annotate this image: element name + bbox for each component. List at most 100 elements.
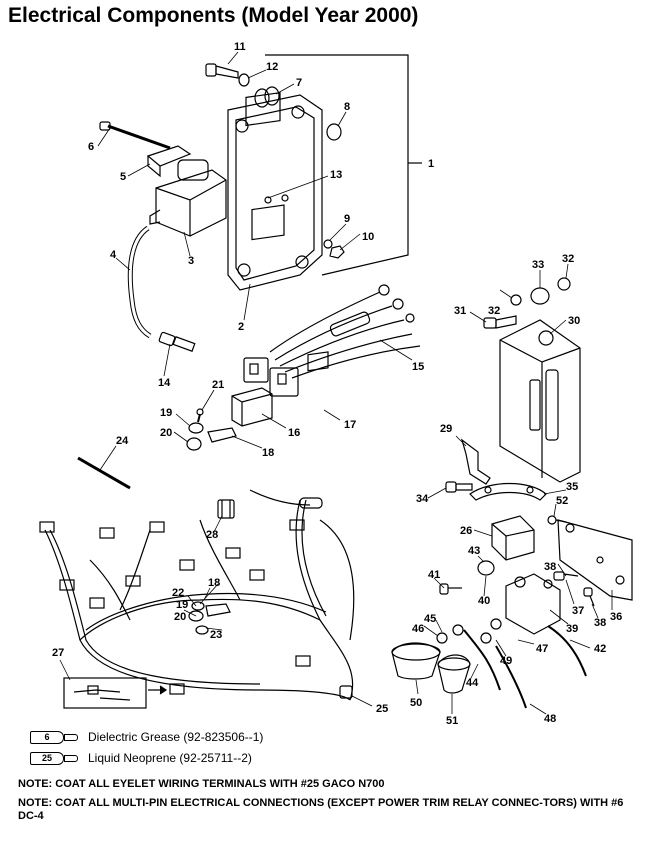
callout-31: 31	[454, 305, 466, 317]
boot-50	[391, 642, 441, 680]
callout-50: 50	[410, 697, 422, 709]
decal-17	[307, 351, 329, 372]
callout-12: 12	[266, 61, 278, 73]
note-eyelet-terminals: NOTE: COAT ALL EYELET WIRING TERMINALS W…	[18, 778, 385, 790]
nut-10	[329, 245, 345, 259]
cable-48	[495, 645, 527, 709]
washer-32a	[510, 294, 522, 306]
callout-43: 43	[468, 545, 480, 557]
callout-18b: 18	[208, 577, 220, 589]
leader-lines	[59, 51, 613, 715]
sealant-tube-icon: 6	[30, 730, 78, 744]
starter-solenoid-39	[505, 573, 561, 635]
sleeve-32b	[557, 277, 571, 291]
grommet-7	[254, 86, 280, 108]
callout-38a: 38	[544, 561, 556, 573]
callout-40: 40	[478, 595, 490, 607]
callout-45: 45	[424, 613, 436, 625]
relay-26	[491, 515, 535, 561]
mounting-bracket	[227, 91, 323, 291]
ignition-coil-3	[149, 159, 227, 237]
ground-stud-harness	[188, 601, 231, 635]
callout-34: 34	[416, 493, 429, 505]
spark-plug-14	[158, 331, 196, 352]
ground-stud-19-20	[186, 408, 204, 451]
callout-15: 15	[412, 361, 424, 373]
cable-44	[463, 629, 501, 691]
callout-23: 23	[210, 629, 222, 641]
callout-48: 48	[544, 713, 556, 725]
cable-tie-24	[77, 456, 131, 490]
callout-51: 51	[446, 715, 458, 727]
clamp-35	[469, 482, 547, 501]
callout-4: 4	[110, 249, 117, 261]
relay-connector-block	[243, 357, 299, 397]
legend-item-liquid-neoprene: 25 Liquid Neoprene (92-25711--2)	[30, 751, 252, 765]
clamp-5	[146, 145, 192, 178]
bolt-31	[483, 315, 517, 329]
callout-11: 11	[234, 41, 246, 53]
legend-text: Liquid Neoprene (92-25711--2)	[88, 751, 252, 765]
legend-item-dielectric-grease: 6 Dielectric Grease (92-823506--1)	[30, 730, 263, 744]
bracket-36	[557, 519, 633, 601]
cable-42	[547, 625, 587, 677]
callout-19a: 19	[160, 407, 172, 419]
callout-41: 41	[428, 569, 440, 581]
note-multi-pin-connections: NOTE: COAT ALL MULTI-PIN ELECTRICAL CONN…	[18, 797, 624, 822]
callout-26: 26	[460, 525, 472, 537]
callout-30: 30	[568, 315, 580, 327]
callout-14: 14	[158, 377, 171, 389]
callout-39: 39	[566, 623, 578, 635]
callout-24: 24	[116, 435, 129, 447]
callout-6: 6	[88, 141, 94, 153]
screw-37	[553, 571, 579, 581]
callout-44: 44	[466, 677, 479, 689]
callout-32b: 32	[562, 253, 574, 265]
callout-29: 29	[440, 423, 452, 435]
callout-1: 1	[428, 158, 434, 170]
callout-8: 8	[344, 101, 350, 113]
callout-25: 25	[376, 703, 388, 715]
callout-3: 3	[188, 255, 194, 267]
screw-38	[583, 587, 595, 607]
callout-46: 46	[412, 623, 424, 635]
relay-16	[231, 387, 273, 427]
washer-8	[326, 123, 342, 141]
callout-47: 47	[536, 643, 548, 655]
callout-52: 52	[556, 495, 568, 507]
main-wiring-harness-25	[39, 489, 355, 701]
callout-10: 10	[362, 231, 374, 243]
bolt-34	[445, 481, 473, 493]
callout-16: 16	[288, 427, 300, 439]
spark-plug-lead-4	[127, 225, 152, 339]
callout-42: 42	[594, 643, 606, 655]
screw-11	[205, 63, 239, 79]
terminal-18	[207, 427, 237, 443]
washer-9	[323, 239, 333, 249]
screw-52	[547, 515, 567, 525]
boot-51	[437, 654, 471, 694]
nuts-45-46	[436, 618, 502, 644]
callout-19b: 19	[176, 599, 188, 611]
callout-17: 17	[344, 419, 356, 431]
callout-27: 27	[52, 647, 64, 659]
callout-21: 21	[212, 379, 224, 391]
callout-32a: 32	[488, 305, 500, 317]
callout-38b: 38	[594, 617, 606, 629]
callout-33: 33	[532, 259, 544, 271]
callout-20a: 20	[160, 427, 172, 439]
callout-36: 36	[610, 611, 622, 623]
wire-harness-15	[269, 284, 421, 379]
connector-28	[217, 499, 235, 519]
legend-text: Dielectric Grease (92-823506--1)	[88, 730, 264, 744]
callout-7: 7	[296, 77, 302, 89]
bracket-bracket-line	[265, 54, 409, 276]
callout-35: 35	[566, 481, 578, 493]
legend-code: 25	[30, 751, 64, 765]
bracket-29	[460, 438, 491, 485]
ecm-module-30	[499, 319, 581, 483]
screw-41	[439, 583, 462, 595]
bolt-6	[99, 121, 171, 150]
callout-49: 49	[500, 655, 512, 667]
